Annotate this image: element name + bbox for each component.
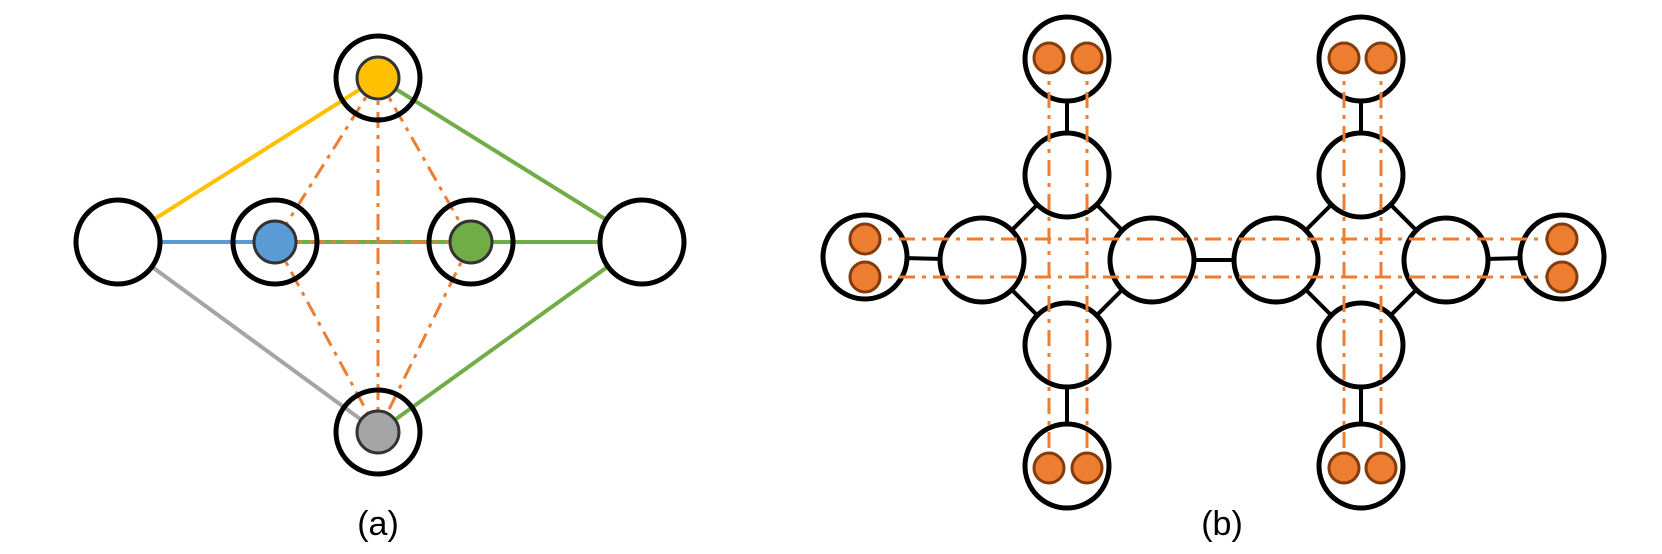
node-c1-leaf-top bbox=[1316, 14, 1406, 104]
node-c0-leaf-top bbox=[1022, 14, 1112, 104]
qubit-blue bbox=[252, 219, 298, 265]
node-ring bbox=[333, 387, 423, 477]
node-leaf-left bbox=[820, 212, 910, 302]
leaf-c1-top-qubit-2 bbox=[1364, 41, 1398, 75]
node-mid-left bbox=[230, 197, 320, 287]
entanglement-links bbox=[273, 77, 473, 433]
caption-a: (a) bbox=[357, 505, 399, 543]
caption-b: (b) bbox=[1201, 505, 1243, 543]
node-ring bbox=[73, 197, 163, 287]
leaf-c1-bottom-qubit-1 bbox=[1327, 451, 1361, 485]
edge-top-right bbox=[376, 76, 644, 244]
node-ring bbox=[426, 197, 516, 287]
network-nodes bbox=[820, 14, 1607, 511]
node-c1-right bbox=[1401, 215, 1491, 305]
node-c1-left bbox=[1231, 215, 1321, 305]
node-ring bbox=[333, 33, 423, 123]
network-nodes bbox=[73, 33, 687, 477]
node-c0-left bbox=[937, 215, 1027, 305]
node-c1-top bbox=[1316, 130, 1406, 220]
entanglement-link-top-mid-right bbox=[376, 77, 473, 243]
edge-bottom-right bbox=[376, 240, 644, 434]
entanglement-link-top-mid-left bbox=[273, 77, 380, 243]
node-mid-right bbox=[426, 197, 516, 287]
node-top bbox=[333, 33, 423, 123]
node-bottom bbox=[333, 387, 423, 477]
node-c1-bottom bbox=[1316, 300, 1406, 390]
node-c0-top bbox=[1022, 130, 1112, 220]
leaf-left-qubit-1 bbox=[848, 222, 882, 256]
leaf-c0-top-qubit-1 bbox=[1032, 41, 1066, 75]
leaf-c1-bottom-qubit-2 bbox=[1364, 451, 1398, 485]
diagram-b: (b) bbox=[820, 14, 1607, 543]
node-left bbox=[73, 197, 163, 287]
entanglement-link-mid-left-bottom bbox=[273, 241, 380, 433]
diagram-a: (a) bbox=[73, 33, 687, 543]
leaf-c0-bottom-qubit-2 bbox=[1070, 451, 1104, 485]
leaf-c0-bottom-qubit-1 bbox=[1032, 451, 1066, 485]
node-right bbox=[597, 197, 687, 287]
node-ring bbox=[597, 197, 687, 287]
node-c0-right bbox=[1107, 215, 1197, 305]
edge-left-top bbox=[116, 76, 380, 244]
qubit-gray bbox=[355, 409, 401, 455]
leaf-right-qubit-1 bbox=[1545, 222, 1579, 256]
entanglement-link-mid-right-bottom bbox=[376, 241, 473, 433]
leaf-c1-top-qubit-1 bbox=[1327, 41, 1361, 75]
node-ring bbox=[230, 197, 320, 287]
qubit-green bbox=[448, 219, 494, 265]
node-leaf-right bbox=[1517, 212, 1607, 302]
edge-left-bottom bbox=[116, 240, 380, 434]
node-c0-bottom bbox=[1022, 300, 1112, 390]
leaf-c0-top-qubit-2 bbox=[1070, 41, 1104, 75]
leaf-right-qubit-2 bbox=[1545, 260, 1579, 294]
qubit-yellow bbox=[355, 55, 401, 101]
leaf-left-qubit-2 bbox=[848, 260, 882, 294]
network-edges bbox=[116, 76, 644, 434]
qubits bbox=[848, 41, 1579, 485]
entanglement-links bbox=[865, 58, 1562, 468]
